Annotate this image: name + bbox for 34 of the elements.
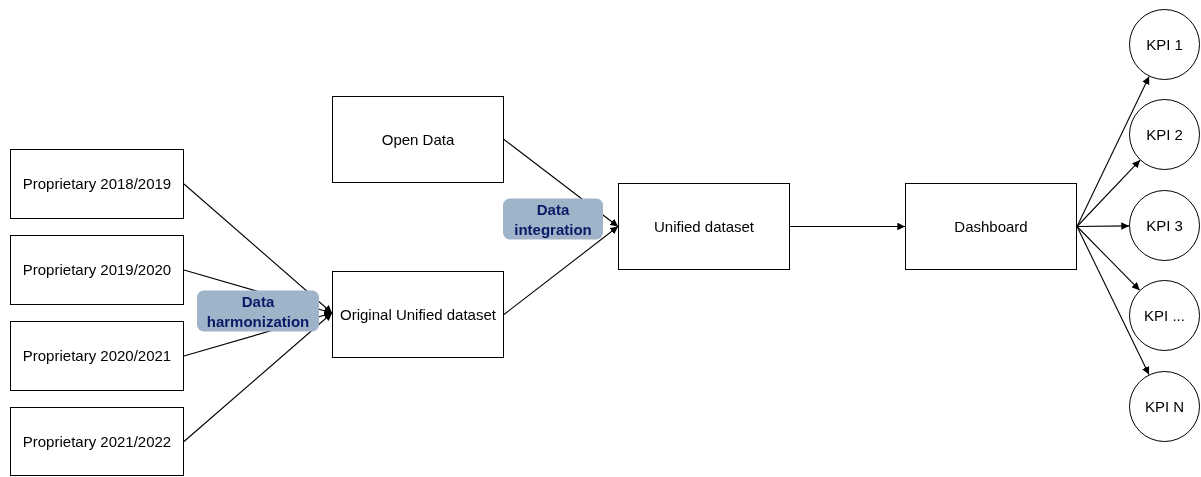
node-label: Unified dataset (652, 216, 756, 237)
node-label: KPI 1 (1145, 34, 1184, 55)
node-label: Proprietary 2018/2019 (21, 174, 173, 195)
node-label: KPI 2 (1145, 124, 1184, 145)
node-label: Proprietary 2019/2020 (21, 260, 173, 281)
node-label: KPI ... (1143, 305, 1186, 326)
arrow (1076, 159, 1141, 228)
edge-label: Data harmonization (197, 290, 319, 332)
process-box (10, 149, 184, 219)
edge-label: Data integration (503, 198, 603, 240)
node-label: Proprietary 2021/2022 (21, 431, 173, 452)
process-box (10, 407, 184, 476)
arrow (183, 312, 333, 443)
arrow (1076, 222, 1130, 230)
node-label: Open Data (380, 129, 456, 150)
process-box (332, 271, 504, 358)
arrow (789, 222, 906, 231)
process-box (905, 183, 1077, 270)
arrow (1076, 225, 1150, 376)
process-box (618, 183, 790, 270)
node-label: KPI 3 (1145, 215, 1184, 236)
kpi-circle (1129, 280, 1200, 351)
arrow (1076, 225, 1141, 291)
arrow (503, 225, 619, 316)
node-label: KPI N (1143, 396, 1186, 417)
node-label: Dashboard (953, 216, 1029, 237)
node-label: Proprietary 2020/2021 (21, 346, 173, 367)
process-box (332, 96, 504, 183)
kpi-circle (1129, 99, 1200, 170)
arrow (183, 183, 333, 314)
process-box (10, 235, 184, 305)
node-label: Original Unified dataset (339, 304, 497, 325)
arrow (1076, 75, 1150, 228)
process-box (10, 321, 184, 391)
